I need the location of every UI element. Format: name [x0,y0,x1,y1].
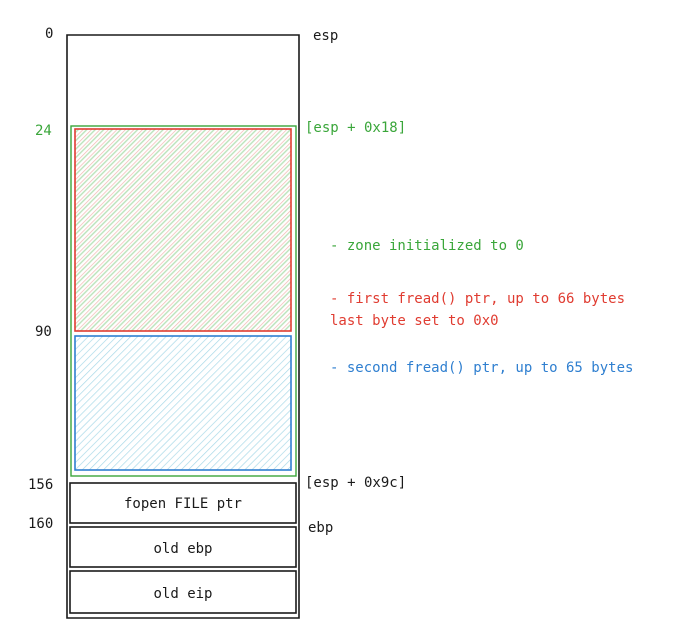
ebp-label: ebp [308,520,333,536]
offset-90: 90 [35,324,52,340]
stack-frame-outline [66,34,300,619]
legend-first-fread: - first fread() ptr, up to 66 bytes [330,291,625,307]
zero-initialized-zone [70,125,297,477]
offset-0: 0 [45,26,53,42]
legend-second-fread: - second fread() ptr, up to 65 bytes [330,360,633,376]
first-fread-buffer-border [74,128,292,332]
old-ebp-slot [69,526,297,568]
first-fread-buffer-hatch [75,129,291,331]
second-fread-buffer [75,336,291,470]
file-ptr-slot [69,482,297,524]
old-ebp-label: old ebp [153,541,212,557]
legend-zone-initialized: - zone initialized to 0 [330,238,524,254]
esp-label: esp [313,28,338,44]
legend-first-fread-note: last byte set to 0x0 [330,313,499,329]
second-fread-buffer-border [74,335,292,471]
esp-plus-0x18-label: [esp + 0x18] [305,120,406,136]
old-eip-label: old eip [153,586,212,602]
file-ptr-label: fopen FILE ptr [124,496,242,512]
old-eip-slot [69,570,297,614]
offset-24: 24 [35,123,52,139]
esp-plus-0x9c-label: [esp + 0x9c] [305,475,406,491]
offset-156: 156 [28,477,53,493]
offset-160: 160 [28,516,53,532]
